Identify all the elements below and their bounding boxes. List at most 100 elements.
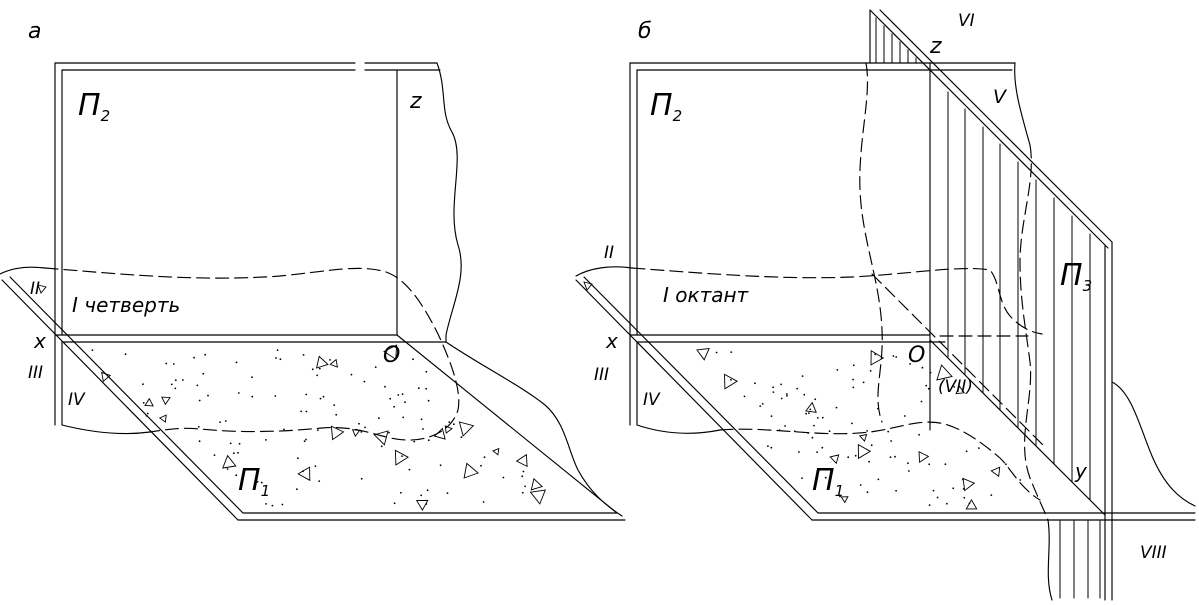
stipple-dot (172, 363, 175, 365)
stipple-dot (859, 484, 862, 486)
frontal-plane-frame (54, 62, 441, 426)
hidden-break-line (1019, 144, 1049, 521)
stipple-dot (889, 456, 892, 459)
stipple-dot (224, 420, 227, 422)
x-axis-label: x (605, 329, 618, 353)
stipple-dot (408, 468, 411, 471)
stipple-dot (862, 381, 865, 384)
stipple-dot (780, 383, 782, 386)
stipple-dot (235, 474, 238, 477)
horizontal-plane-right-edge (396, 334, 618, 514)
figure-label-b: б (638, 19, 652, 44)
stipple-dot (174, 379, 177, 382)
stipple-dot (963, 496, 966, 499)
stipple-dot (213, 454, 216, 456)
hidden-break-line (859, 62, 883, 423)
stipple-dot (852, 364, 855, 367)
stipple-triangle (696, 347, 710, 361)
stipple-dot (894, 455, 896, 458)
stipple-dot (1019, 479, 1022, 481)
stipple-dot (448, 421, 451, 423)
stipple-dot (796, 387, 799, 390)
stipple-dot (384, 385, 386, 388)
stipple-dot (401, 455, 403, 457)
profile-plane-top-edge (869, 9, 1109, 249)
stipple-dot (420, 418, 423, 421)
stipple-dot (890, 440, 892, 442)
stipple-dot (801, 375, 804, 377)
stipple-dot (816, 417, 819, 419)
stipple-dot (198, 440, 201, 443)
stipple-dot (522, 470, 525, 473)
octant-V-label: V (993, 86, 1008, 108)
stipple-triangle (857, 443, 872, 460)
stipple-dot (265, 503, 267, 505)
stipple-dot (482, 501, 485, 503)
horizontal-plane-left-edge (1, 279, 239, 521)
x-axis (629, 334, 1029, 343)
stipple-dot (412, 358, 414, 361)
stipple-dot (780, 397, 783, 400)
octant-VII-label: (VII) (938, 377, 973, 397)
stipple-dot (170, 383, 173, 386)
stipple-dot (903, 415, 906, 417)
stipple-dot (761, 403, 764, 405)
profile-plane-top-outer-edge (879, 9, 1113, 243)
stipple-dot (918, 433, 920, 436)
stipple-dot (786, 395, 788, 397)
stipple-triangle (315, 355, 329, 369)
stipple-dot (907, 462, 909, 465)
stipple-dot (835, 406, 838, 409)
stipple-triangle (383, 344, 398, 361)
figure-b: б VI z П2 V II I октант П3 x III IV O (V… (575, 9, 1196, 601)
stipple-dot (193, 356, 196, 359)
hidden-break-line (631, 267, 1043, 335)
figure-a: а П2 z II I четверть x III IV O П1 (0, 19, 626, 521)
stipple-dot (316, 374, 319, 377)
stipple-triangle (515, 453, 528, 468)
stipple-dot (388, 431, 390, 434)
stipple-triangle (965, 499, 978, 510)
stipple-dot (427, 399, 430, 402)
stipple-triangle (530, 477, 543, 491)
stipple-triangle (458, 421, 475, 437)
stipple-dot (772, 391, 775, 393)
break-line (0, 266, 46, 275)
y-axis-line (929, 339, 1106, 516)
z-axis-label: z (409, 89, 422, 114)
break-line (1014, 62, 1031, 146)
stipple-dot (318, 480, 321, 482)
stipple-triangle (373, 430, 389, 446)
stipple-triangle (161, 396, 171, 406)
stipple-dot (274, 395, 277, 397)
stipple-dot (453, 423, 455, 426)
stipple-dot (809, 408, 812, 411)
stipple-dot (851, 422, 853, 425)
stipple-dot (360, 477, 363, 480)
stipple-dot (322, 395, 325, 398)
stipple-dot (237, 392, 240, 394)
stipple-dot (402, 416, 405, 419)
stipple-dot (770, 415, 773, 417)
stipple-dot (422, 428, 424, 430)
stipple-dot (235, 361, 238, 364)
horizontal-plane-left-inner-edge (9, 276, 244, 514)
stipple-triangle (805, 401, 817, 413)
stipple-dot (824, 476, 827, 479)
plane-symbol: П (238, 463, 261, 498)
stipple-triangle (936, 364, 953, 381)
stipple-dot (803, 393, 806, 396)
stipple-dot (521, 491, 524, 494)
horizontal-plane-stipple (583, 281, 1022, 510)
stipple-dot (839, 495, 841, 498)
stipple-triangle (492, 447, 500, 456)
stipple-triangle (955, 385, 966, 395)
stipple-dot (393, 405, 395, 408)
stipple-dot (283, 428, 285, 431)
break-line (1047, 519, 1053, 601)
stipple-triangle (415, 499, 429, 511)
octant-I-label: I октант (663, 283, 750, 307)
stipple-dot (965, 450, 968, 453)
stipple-dot (256, 480, 259, 483)
